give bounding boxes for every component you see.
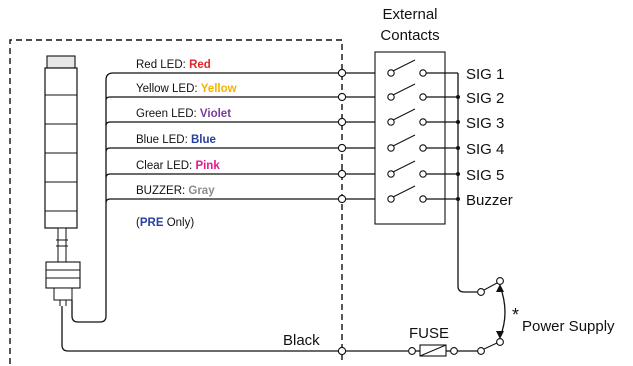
power-supply-asterisk: * [512,305,519,325]
tower-light [44,55,81,306]
wire-label: Green LED: Violet [136,108,231,120]
contact-feed-wires [346,72,388,200]
signal-label: SIG 1 [466,66,504,83]
wire-label: Red LED: Red [136,59,211,71]
external-contacts-title-line2: Contacts [380,27,439,44]
enclosure-outline [9,39,343,364]
wire-label: Yellow LED: Yellow [136,83,237,95]
wire-label: Blue LED: Blue [136,134,216,146]
fuse-symbol [408,344,478,357]
power-supply-label: Power Supply [522,318,615,335]
pre-only-note: (PRE Only) [136,217,194,229]
black-wire [61,306,408,352]
black-wire-label: Black [283,332,320,349]
signal-cable [71,72,342,323]
contact-switches [387,59,458,203]
wire-label: Clear LED: Pink [136,160,220,172]
signal-label: SIG 3 [466,115,504,132]
wire-label: BUZZER: Gray [136,185,215,197]
external-contacts-title-line1: External [382,6,437,23]
bus-junctions [456,95,460,201]
power-supply-terminals [477,277,506,355]
signal-label: SIG 2 [466,90,504,107]
enclosure-terminals [337,68,347,356]
signal-label: SIG 4 [466,141,504,158]
signal-label: Buzzer [466,192,513,209]
signal-label: SIG 5 [466,167,504,184]
fuse-label: FUSE [409,325,449,342]
common-bus [457,73,477,293]
